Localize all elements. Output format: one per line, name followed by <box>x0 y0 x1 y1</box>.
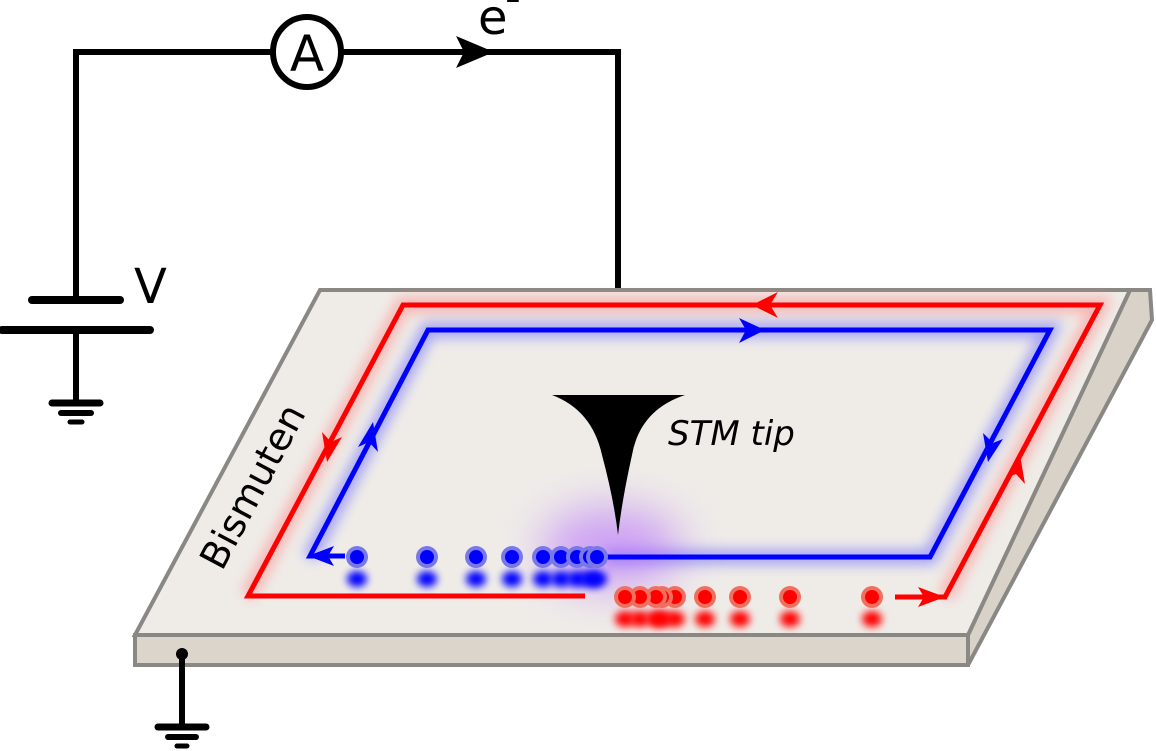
stm-tip-label: STM tip <box>668 414 795 454</box>
electron-charge: - <box>505 0 521 23</box>
red-electron-shadow <box>630 611 650 627</box>
electrons <box>346 546 883 627</box>
blue-arrow-right-icon <box>983 433 1003 462</box>
electron-flow-arrow-icon <box>456 36 494 68</box>
red-arrow-right-icon <box>1006 455 1025 484</box>
red-electron-shadow <box>862 611 882 627</box>
blue-electron-shadow <box>417 571 437 587</box>
red-electron <box>633 590 647 604</box>
stm-tip-icon <box>552 395 685 535</box>
red-electron <box>783 590 797 604</box>
ground-icon-substrate <box>154 648 210 749</box>
blue-electron-shadow <box>533 571 553 587</box>
ammeter-circle <box>270 14 344 90</box>
blue-electron-shadow <box>347 571 367 587</box>
ammeter: A <box>270 14 344 90</box>
blue-electron <box>536 550 550 564</box>
red-electron <box>733 590 747 604</box>
blue-electron <box>554 550 568 564</box>
blue-electron <box>590 550 604 564</box>
blue-arrow-left-icon <box>358 422 378 452</box>
red-electron-shadow <box>695 611 715 627</box>
blue-electron-shadow <box>551 571 571 587</box>
red-electron <box>649 590 663 604</box>
ammeter-label: A <box>290 25 324 83</box>
blue-electron-shadow <box>466 571 486 587</box>
slab-top-face <box>131 288 1134 637</box>
stm-tip <box>552 395 685 535</box>
blue-electron-shadow <box>587 571 607 587</box>
electron-label: e - <box>478 0 521 46</box>
blue-electron <box>420 550 434 564</box>
red-electron <box>698 590 712 604</box>
blue-electron <box>505 550 519 564</box>
red-electron-shadow <box>730 611 750 627</box>
wire-left <box>73 49 272 300</box>
blue-arrow-bottom-icon <box>308 546 334 566</box>
red-arrow-bottom-icon <box>918 587 945 607</box>
red-electron <box>865 590 879 604</box>
wire-right <box>615 49 621 400</box>
ground-icon-battery <box>48 399 104 425</box>
blue-electron <box>350 550 364 564</box>
red-electron-shadow <box>780 611 800 627</box>
voltage-label: V <box>134 259 167 315</box>
battery <box>0 296 154 334</box>
red-electron <box>618 590 632 604</box>
blue-electron-shadow <box>502 571 522 587</box>
bismuthene-slab <box>131 288 1155 667</box>
red-electron-shadow <box>615 611 635 627</box>
electron-symbol: e <box>478 0 508 46</box>
red-arrow-left-icon <box>322 432 342 462</box>
slab-front-face <box>133 633 970 667</box>
blue-arrow-top-icon <box>739 318 765 343</box>
red-electron-shadow <box>646 611 666 627</box>
red-arrow-top-icon <box>752 292 778 318</box>
blue-electron <box>469 550 483 564</box>
